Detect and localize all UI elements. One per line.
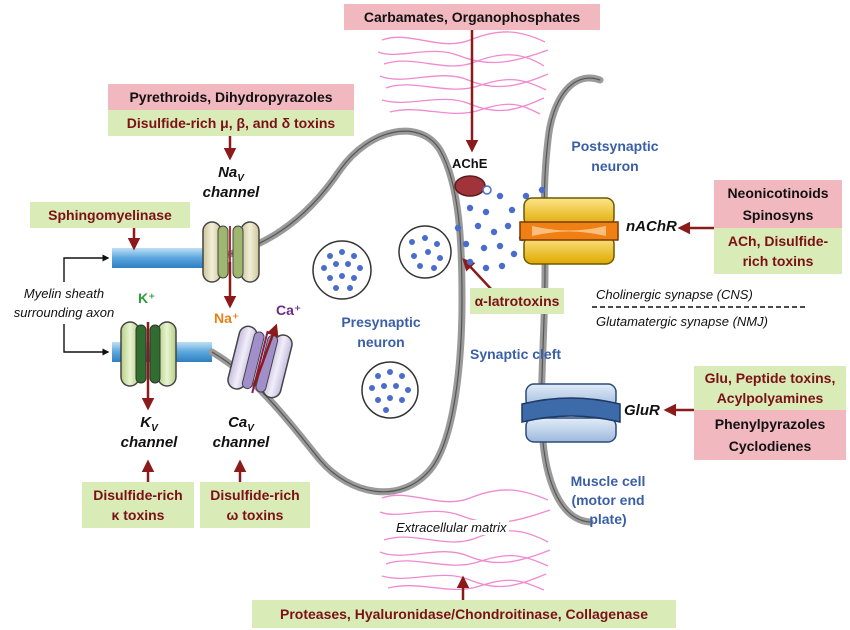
omega-line2: ω toxins: [226, 507, 284, 523]
latrotoxin-box: α-latrotoxins: [470, 288, 564, 314]
glu-line1: Glu, Peptide toxins,: [704, 370, 836, 387]
nav-channel: [202, 221, 260, 283]
na-ion-label: Na⁺: [214, 310, 240, 326]
glur-receptor: [521, 383, 621, 443]
presynaptic-line1: Presynaptic: [341, 314, 421, 330]
nachr-receptor: [519, 197, 619, 265]
kv-channel-label: KV channel: [114, 414, 184, 451]
nav-word: channel: [202, 184, 260, 201]
myelin-label: Myelin sheath surrounding axon: [2, 284, 126, 322]
kv-name: K: [140, 414, 152, 431]
ache-label: AChE: [452, 156, 488, 171]
muscle-cell-label: Muscle cell (motor end plate): [558, 472, 658, 529]
glur-label: GluR: [624, 402, 660, 419]
presynaptic-line2: neuron: [357, 334, 405, 350]
proteases-text: Proteases, Hyaluronidase/Chondroitinase,…: [280, 605, 648, 622]
k-ion-label: K⁺: [138, 290, 156, 306]
cav-name: Ca: [228, 414, 248, 431]
myelin-bracket: [63, 254, 110, 356]
glu-box: Glu, Peptide toxins, Acylpolyamines: [694, 366, 846, 410]
postsynaptic-label: Postsynaptic neuron: [560, 136, 670, 176]
ca-ion-label: Ca⁺: [276, 302, 302, 318]
vesicle-releasing: [398, 225, 452, 279]
glutamatergic-label: Glutamatergic synapse (NMJ): [596, 314, 768, 329]
kv-channel: [120, 321, 177, 387]
cav-channel: [227, 325, 293, 399]
cav-sub: V: [247, 423, 254, 434]
sphingomyelinase-box: Sphingomyelinase: [30, 202, 190, 228]
nav-sub: V: [237, 173, 244, 184]
nachr-label: nAChR: [626, 218, 677, 235]
kappa-toxin-box: Disulfide-rich κ toxins: [82, 482, 194, 528]
ach-line2: rich toxins: [742, 253, 814, 269]
ach-line1: ACh, Disulfide-: [727, 232, 829, 249]
pyrethroids-text: Pyrethroids, Dihydropyrazoles: [129, 88, 333, 105]
kv-word: channel: [120, 434, 178, 451]
muscle-line2: (motor end: [571, 492, 645, 508]
nav-name: Na: [218, 164, 238, 181]
omega-line1: Disulfide-rich: [210, 486, 300, 503]
vesicle-upper: [312, 240, 372, 300]
myelin-line2: surrounding axon: [13, 305, 115, 320]
ca-ion-arrow: [252, 323, 279, 387]
carbamates-box: Carbamates, Organophosphates: [344, 4, 600, 30]
kappa-line2: κ toxins: [111, 507, 165, 523]
sphingomyelinase-text: Sphingomyelinase: [48, 206, 172, 223]
postsynaptic-line1: Postsynaptic: [571, 138, 659, 154]
neonicotinoids-box: Neonicotinoids Spinosyns: [714, 180, 842, 228]
kv-sub: V: [151, 423, 158, 434]
proteases-box: Proteases, Hyaluronidase/Chondroitinase,…: [252, 600, 676, 628]
kappa-line1: Disulfide-rich: [93, 486, 183, 503]
glu-line2: Acylpolyamines: [716, 389, 824, 406]
pyrethroids-box: Pyrethroids, Dihydropyrazoles: [108, 84, 354, 110]
matrix-fibers-top: [377, 31, 549, 115]
omega-toxin-box: Disulfide-rich ω toxins: [200, 482, 310, 528]
neonicotinoids-text: Neonicotinoids: [727, 184, 829, 201]
disulfide-mbd-box: Disulfide-rich μ, β, and δ toxins: [108, 110, 354, 136]
disulfide-mbd-text: Disulfide-rich μ, β, and δ toxins: [126, 114, 336, 131]
phenyl-line1: Phenylpyrazoles: [714, 416, 826, 433]
myelin-segment-upper: [112, 248, 208, 268]
postsynaptic-line2: neuron: [591, 158, 639, 174]
myelin-line1: Myelin sheath: [23, 286, 105, 301]
nav-channel-label: NaV channel: [196, 164, 266, 201]
matrix-fibers-bottom: [379, 489, 551, 591]
carbamates-text: Carbamates, Organophosphates: [363, 8, 581, 25]
latrotoxin-arrow: [462, 258, 493, 291]
phenyl-line2: Cyclodienes: [728, 437, 812, 454]
cav-word: channel: [212, 434, 270, 451]
muscle-line3: plate): [589, 511, 627, 527]
ache-enzyme: [454, 175, 486, 197]
muscle-line1: Muscle cell: [570, 473, 646, 489]
latrotoxin-text: α-latrotoxins: [474, 292, 560, 309]
extracellular-label: Extracellular matrix: [394, 520, 509, 535]
cholinergic-label: Cholinergic synapse (CNS): [596, 287, 753, 302]
cav-channel-label: CaV channel: [206, 414, 276, 451]
spinosyns-text: Spinosyns: [742, 207, 814, 223]
ache-substrate: [482, 185, 492, 195]
synaptic-cleft-label: Synaptic cleft: [470, 346, 562, 362]
presynaptic-label: Presynaptic neuron: [336, 312, 426, 352]
phenylpyrazoles-box: Phenylpyrazoles Cyclodienes: [694, 410, 846, 460]
vesicle-lower: [361, 361, 419, 419]
ach-disulfide-box: ACh, Disulfide- rich toxins: [714, 228, 842, 274]
